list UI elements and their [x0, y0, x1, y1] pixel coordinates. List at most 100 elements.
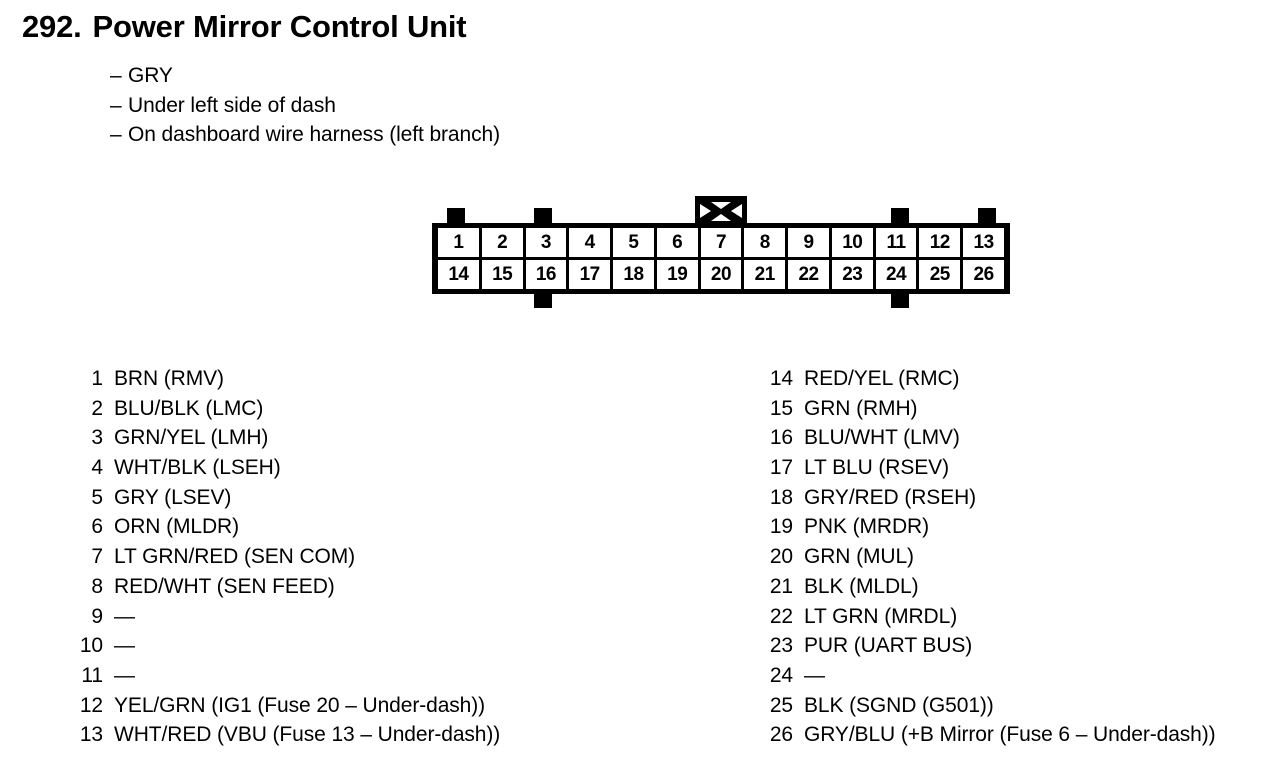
pin-description: — [804, 663, 825, 687]
connector-pin-8[interactable]: 8 [744, 228, 786, 257]
connector-pin-18[interactable]: 18 [613, 260, 654, 289]
connector-tab-bottom-24 [891, 292, 909, 308]
pin-number: 24 [769, 663, 793, 687]
latch-arrow-right-icon [731, 204, 742, 218]
pin-description: YEL/GRN (IG1 (Fuse 20 – Under-dash)) [114, 693, 486, 717]
component-detail-text: GRY [128, 64, 173, 87]
connector-tab-top-1 [447, 208, 465, 224]
connector-pin-23[interactable]: 23 [831, 260, 873, 289]
connector-pin-15[interactable]: 15 [481, 260, 523, 289]
component-detail-item: –Under left side of dash [110, 91, 1010, 121]
connector-tab-top-11 [891, 208, 909, 224]
dash-bullet-icon: – [110, 64, 122, 87]
connector-pin-26[interactable]: 26 [963, 260, 1004, 289]
connector-pin-12[interactable]: 12 [919, 228, 961, 257]
pin-description: GRY (LSEV) [114, 485, 232, 509]
connector-pin-3[interactable]: 3 [525, 228, 567, 257]
pin-list-item: 19 PNK (MRDR) [768, 512, 1268, 542]
connector-pin-25[interactable]: 25 [919, 260, 961, 289]
pin-list-item: 7 LT GRN/RED (SEN COM) [78, 542, 678, 572]
pin-number: 26 [769, 723, 793, 747]
connector-diagram: 1 2 3 4 5 6 7 8 9 10 11 12 13 14 15 16 1… [432, 196, 1010, 314]
dash-bullet-icon: – [110, 93, 122, 117]
pin-description: RED/WHT (SEN FEED) [114, 574, 335, 598]
pin-list-item: 21 BLK (MLDL) [768, 572, 1268, 602]
pin-number: 7 [91, 545, 103, 569]
connector-pin-10[interactable]: 10 [831, 228, 873, 257]
connector-pin-21[interactable]: 21 [744, 260, 786, 289]
component-detail-item: –GRY [110, 61, 1010, 91]
pin-description: — [114, 604, 135, 628]
component-detail-text: On dashboard wire harness (left branch) [128, 123, 500, 146]
pin-list-item: 11 — [78, 661, 678, 691]
connector-pin-1[interactable]: 1 [438, 228, 479, 257]
connector-pin-7[interactable]: 7 [700, 228, 742, 257]
pin-description: GRY/BLU (+B Mirror (Fuse 6 – Under-dash)… [804, 723, 1216, 747]
pin-number: 15 [769, 396, 793, 420]
connector-pin-22[interactable]: 22 [788, 260, 829, 289]
connector-pin-4[interactable]: 4 [569, 228, 611, 257]
connector-pin-row-bottom: 14 15 16 17 18 19 20 21 22 23 24 25 26 [438, 260, 1004, 289]
pin-number: 14 [769, 367, 793, 390]
pin-description: — [114, 634, 135, 658]
pin-description: GRY/RED (RSEH) [804, 485, 977, 509]
connector-pin-16[interactable]: 16 [525, 260, 567, 289]
pin-description: — [114, 663, 135, 687]
connector-pin-14[interactable]: 14 [438, 260, 479, 289]
pin-number: 16 [769, 426, 793, 450]
pin-number: 21 [769, 574, 793, 598]
pin-description: ORN (MLDR) [114, 515, 239, 539]
connector-pin-5[interactable]: 5 [613, 228, 654, 257]
pin-number: 11 [81, 663, 103, 687]
page-title: 292.Power Mirror Control Unit [22, 8, 1252, 46]
pin-description: BLU/WHT (LMV) [804, 426, 960, 450]
pin-description: BLU/BLK (LMC) [114, 396, 264, 420]
connector-pin-20[interactable]: 20 [700, 260, 742, 289]
connector-pin-9[interactable]: 9 [788, 228, 829, 257]
pin-description: BLK (MLDL) [804, 574, 919, 598]
connector-pin-17[interactable]: 17 [569, 260, 611, 289]
pin-number: 19 [769, 515, 793, 539]
component-details-list: –GRY –Under left side of dash –On dashbo… [110, 61, 1010, 150]
pin-description: WHT/RED (VBU (Fuse 13 – Under-dash)) [114, 723, 501, 747]
connector-pin-24[interactable]: 24 [875, 260, 917, 289]
pin-number: 12 [79, 693, 103, 717]
bowtie-latch-icon [695, 196, 747, 227]
connector-pin-13[interactable]: 13 [963, 228, 1004, 257]
pin-list-item: 12 YEL/GRN (IG1 (Fuse 20 – Under-dash)) [78, 691, 678, 721]
connector-pin-2[interactable]: 2 [481, 228, 523, 257]
connector-pin-grid: 1 2 3 4 5 6 7 8 9 10 11 12 13 14 15 16 1… [438, 228, 1004, 289]
pin-description: LT GRN (MRDL) [804, 604, 958, 628]
connector-tab-top-3 [534, 208, 552, 224]
latch-arrow-top-icon [711, 202, 731, 209]
pin-description: LT BLU (RSEV) [804, 456, 949, 480]
pin-list-item: 9— [78, 602, 678, 632]
connector-tab-top-13 [978, 208, 996, 224]
pin-description: BRN (RMV) [114, 367, 224, 390]
connector-pin-19[interactable]: 19 [656, 260, 698, 289]
pin-description: LT GRN/RED (SEN COM) [114, 545, 356, 569]
connector-pin-11[interactable]: 11 [875, 228, 917, 257]
connector-pin-6[interactable]: 6 [656, 228, 698, 257]
pin-description: GRN/YEL (LMH) [114, 426, 269, 450]
pin-list-item: 26 GRY/BLU (+B Mirror (Fuse 6 – Under-das… [768, 720, 1268, 750]
latch-cutout [699, 202, 743, 221]
latch-arrow-left-icon [700, 204, 711, 218]
pin-description: PNK (MRDR) [804, 515, 929, 539]
connector-tab-bottom-16 [534, 292, 552, 308]
latch-arrow-bottom-icon [711, 214, 731, 221]
pin-description: RED/YEL (RMC) [804, 367, 960, 390]
